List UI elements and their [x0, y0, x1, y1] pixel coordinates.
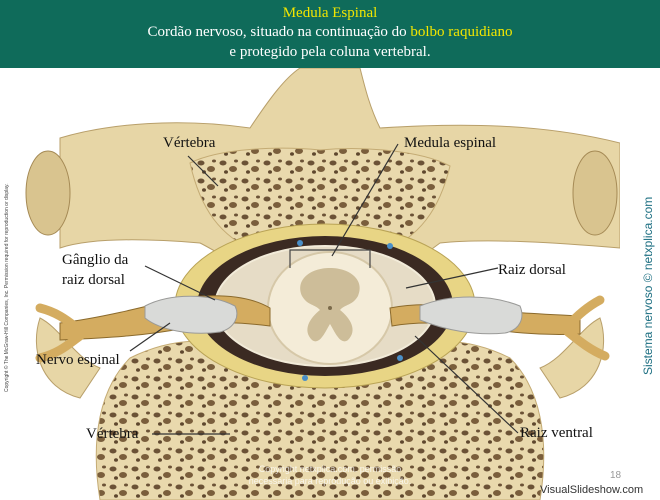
highlight-bolbo: bolbo raquidiano — [410, 24, 512, 40]
watermark-line1: Copyright netxplica.com. permissão — [200, 463, 460, 475]
label-nervo-espinal: Nervo espinal — [36, 352, 120, 369]
side-brand-text: Sistema nervoso © netxplica.com — [641, 197, 655, 375]
slide-title: Medula Espinal — [0, 5, 660, 22]
spinal-cord — [268, 252, 392, 364]
slide-header: Medula Espinal Cordão nervoso, situado n… — [0, 0, 660, 68]
label-vertebra-bottom: Vértebra — [86, 426, 138, 443]
watermark: Copyright netxplica.com. permissão neces… — [200, 463, 460, 487]
label-ganglio-line1: Gânglio da — [62, 252, 128, 269]
slide-subtitle-line1: Cordão nervoso, situado na continuação d… — [0, 24, 660, 41]
slide-subtitle-line2: e protegido pela coluna vertebral. — [0, 44, 660, 61]
label-medula-espinal: Medula espinal — [404, 135, 496, 152]
source-brand: VisualSlideshow.com — [540, 484, 643, 496]
vertebra-facet-left — [26, 151, 70, 235]
page-number: 18 — [610, 470, 621, 481]
label-vertebra-top: Vértebra — [163, 135, 215, 152]
label-raiz-ventral: Raiz ventral — [520, 425, 593, 442]
copyright-notice: Copyright © The McGraw-Hill Companies, I… — [4, 183, 10, 392]
label-ganglio-line2: raiz dorsal — [62, 272, 125, 289]
watermark-line2: necessária para reprodução ou exibição. — [200, 475, 460, 487]
vertebra-facet-right — [573, 151, 617, 235]
label-raiz-dorsal: Raiz dorsal — [498, 262, 566, 279]
